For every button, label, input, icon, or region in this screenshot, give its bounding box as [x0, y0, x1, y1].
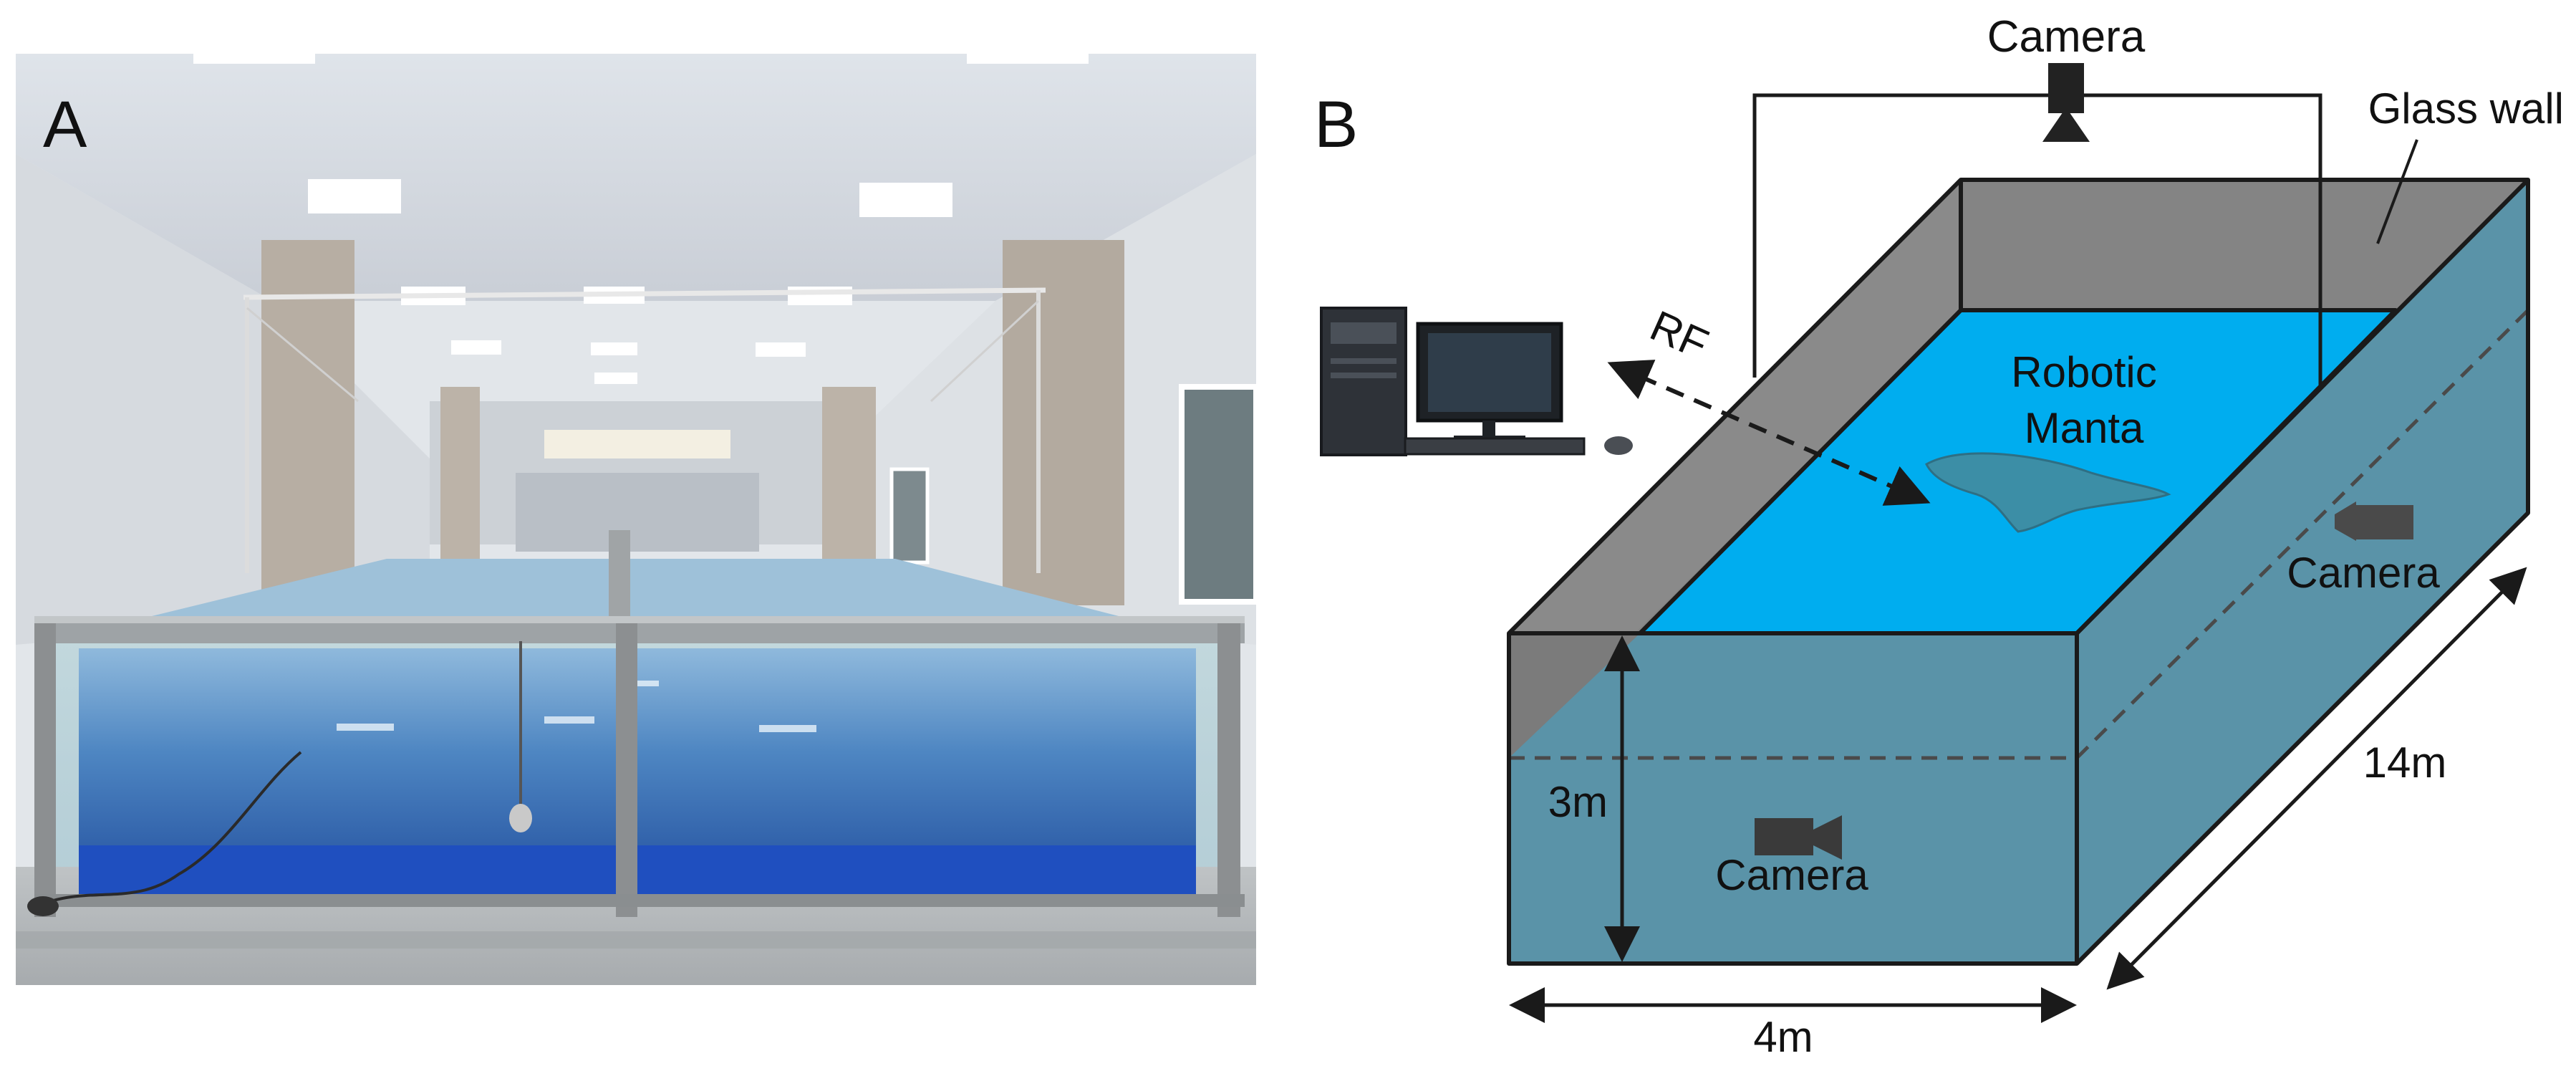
panel-a-photo — [16, 54, 1259, 985]
length-dimension — [2106, 567, 2527, 990]
camera-side-icon — [2335, 501, 2413, 541]
panel-a-label: A — [43, 88, 87, 161]
back-wall-inner — [1961, 180, 2528, 310]
camera-top-icon — [2042, 63, 2090, 142]
camera-front-icon — [1755, 815, 1842, 860]
front-face — [1509, 633, 2077, 964]
camera-side-label: Camera — [2287, 549, 2440, 597]
robot-label-line2: Manta — [2025, 404, 2144, 452]
camera-frame — [1752, 93, 2322, 387]
camera-front-label: Camera — [1715, 851, 1868, 899]
glass-wall-label: Glass wall — [2368, 85, 2564, 133]
robot-label-line1: Robotic — [2011, 348, 2156, 396]
rf-arrow — [1607, 360, 1931, 506]
glass-wall-leader — [2376, 139, 2418, 244]
camera-top-label: Camera — [1987, 12, 2146, 62]
width-label: 4m — [1753, 1013, 1813, 1061]
computer-icon — [1320, 307, 1633, 456]
depth-label: 3m — [1548, 778, 1608, 826]
length-label: 14m — [2363, 739, 2447, 787]
robotic-manta-icon — [1925, 452, 2171, 533]
rf-label: RF — [1644, 302, 1715, 369]
panel-b-label: B — [1314, 88, 1358, 161]
